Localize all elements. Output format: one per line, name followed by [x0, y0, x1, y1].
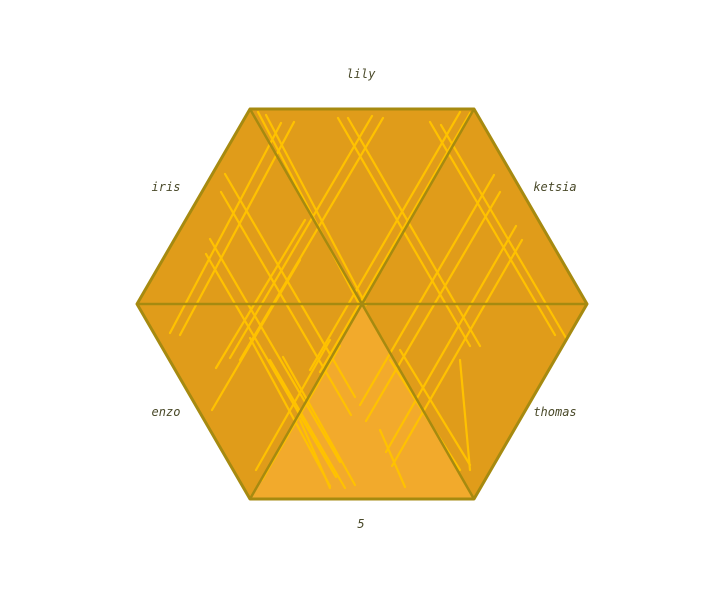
hatch-line — [208, 237, 342, 464]
hatch-line — [210, 258, 302, 412]
hatch-line — [308, 110, 462, 372]
hexagon-edges — [135, 107, 589, 501]
spokes — [137, 108, 587, 500]
hatch-line — [390, 238, 524, 468]
label-top-left: iris — [152, 180, 181, 194]
sector-top — [250, 109, 474, 304]
spoke-line — [248, 108, 364, 305]
hatch-line — [204, 252, 338, 479]
hatch-line — [378, 428, 407, 489]
hatch-lines — [168, 110, 568, 490]
label-bottom-right: thomas — [533, 405, 576, 419]
hatch-line — [364, 190, 502, 423]
hatch-line — [168, 121, 283, 335]
hatch-line — [458, 358, 472, 472]
hexagon-outline — [135, 107, 589, 501]
hatch-line — [298, 418, 332, 490]
sector-bottom-left — [137, 304, 362, 499]
hatch-line — [254, 338, 332, 472]
spoke-line — [248, 303, 364, 500]
hatch-line — [281, 355, 357, 487]
hatch-line — [178, 120, 296, 337]
hatch-line — [214, 218, 307, 370]
sector-bottom-right — [362, 304, 587, 499]
hatch-line — [398, 348, 472, 467]
hatch-line — [223, 172, 357, 399]
hatch-line — [268, 358, 347, 490]
hatch-line — [384, 224, 518, 454]
hatch-line — [346, 116, 482, 348]
label-bottom: 5 — [357, 517, 364, 531]
hatch-line — [318, 111, 472, 374]
spoke-line — [360, 303, 476, 500]
hatch-line — [228, 114, 374, 360]
spoke-line — [360, 108, 476, 305]
hatch-line — [358, 173, 496, 407]
hatch-line — [439, 123, 568, 340]
hatch-line — [428, 120, 557, 337]
label-top-right: ketsia — [533, 180, 576, 194]
label-top: lily — [347, 67, 377, 81]
label-bottom-left: enzo — [152, 405, 181, 419]
